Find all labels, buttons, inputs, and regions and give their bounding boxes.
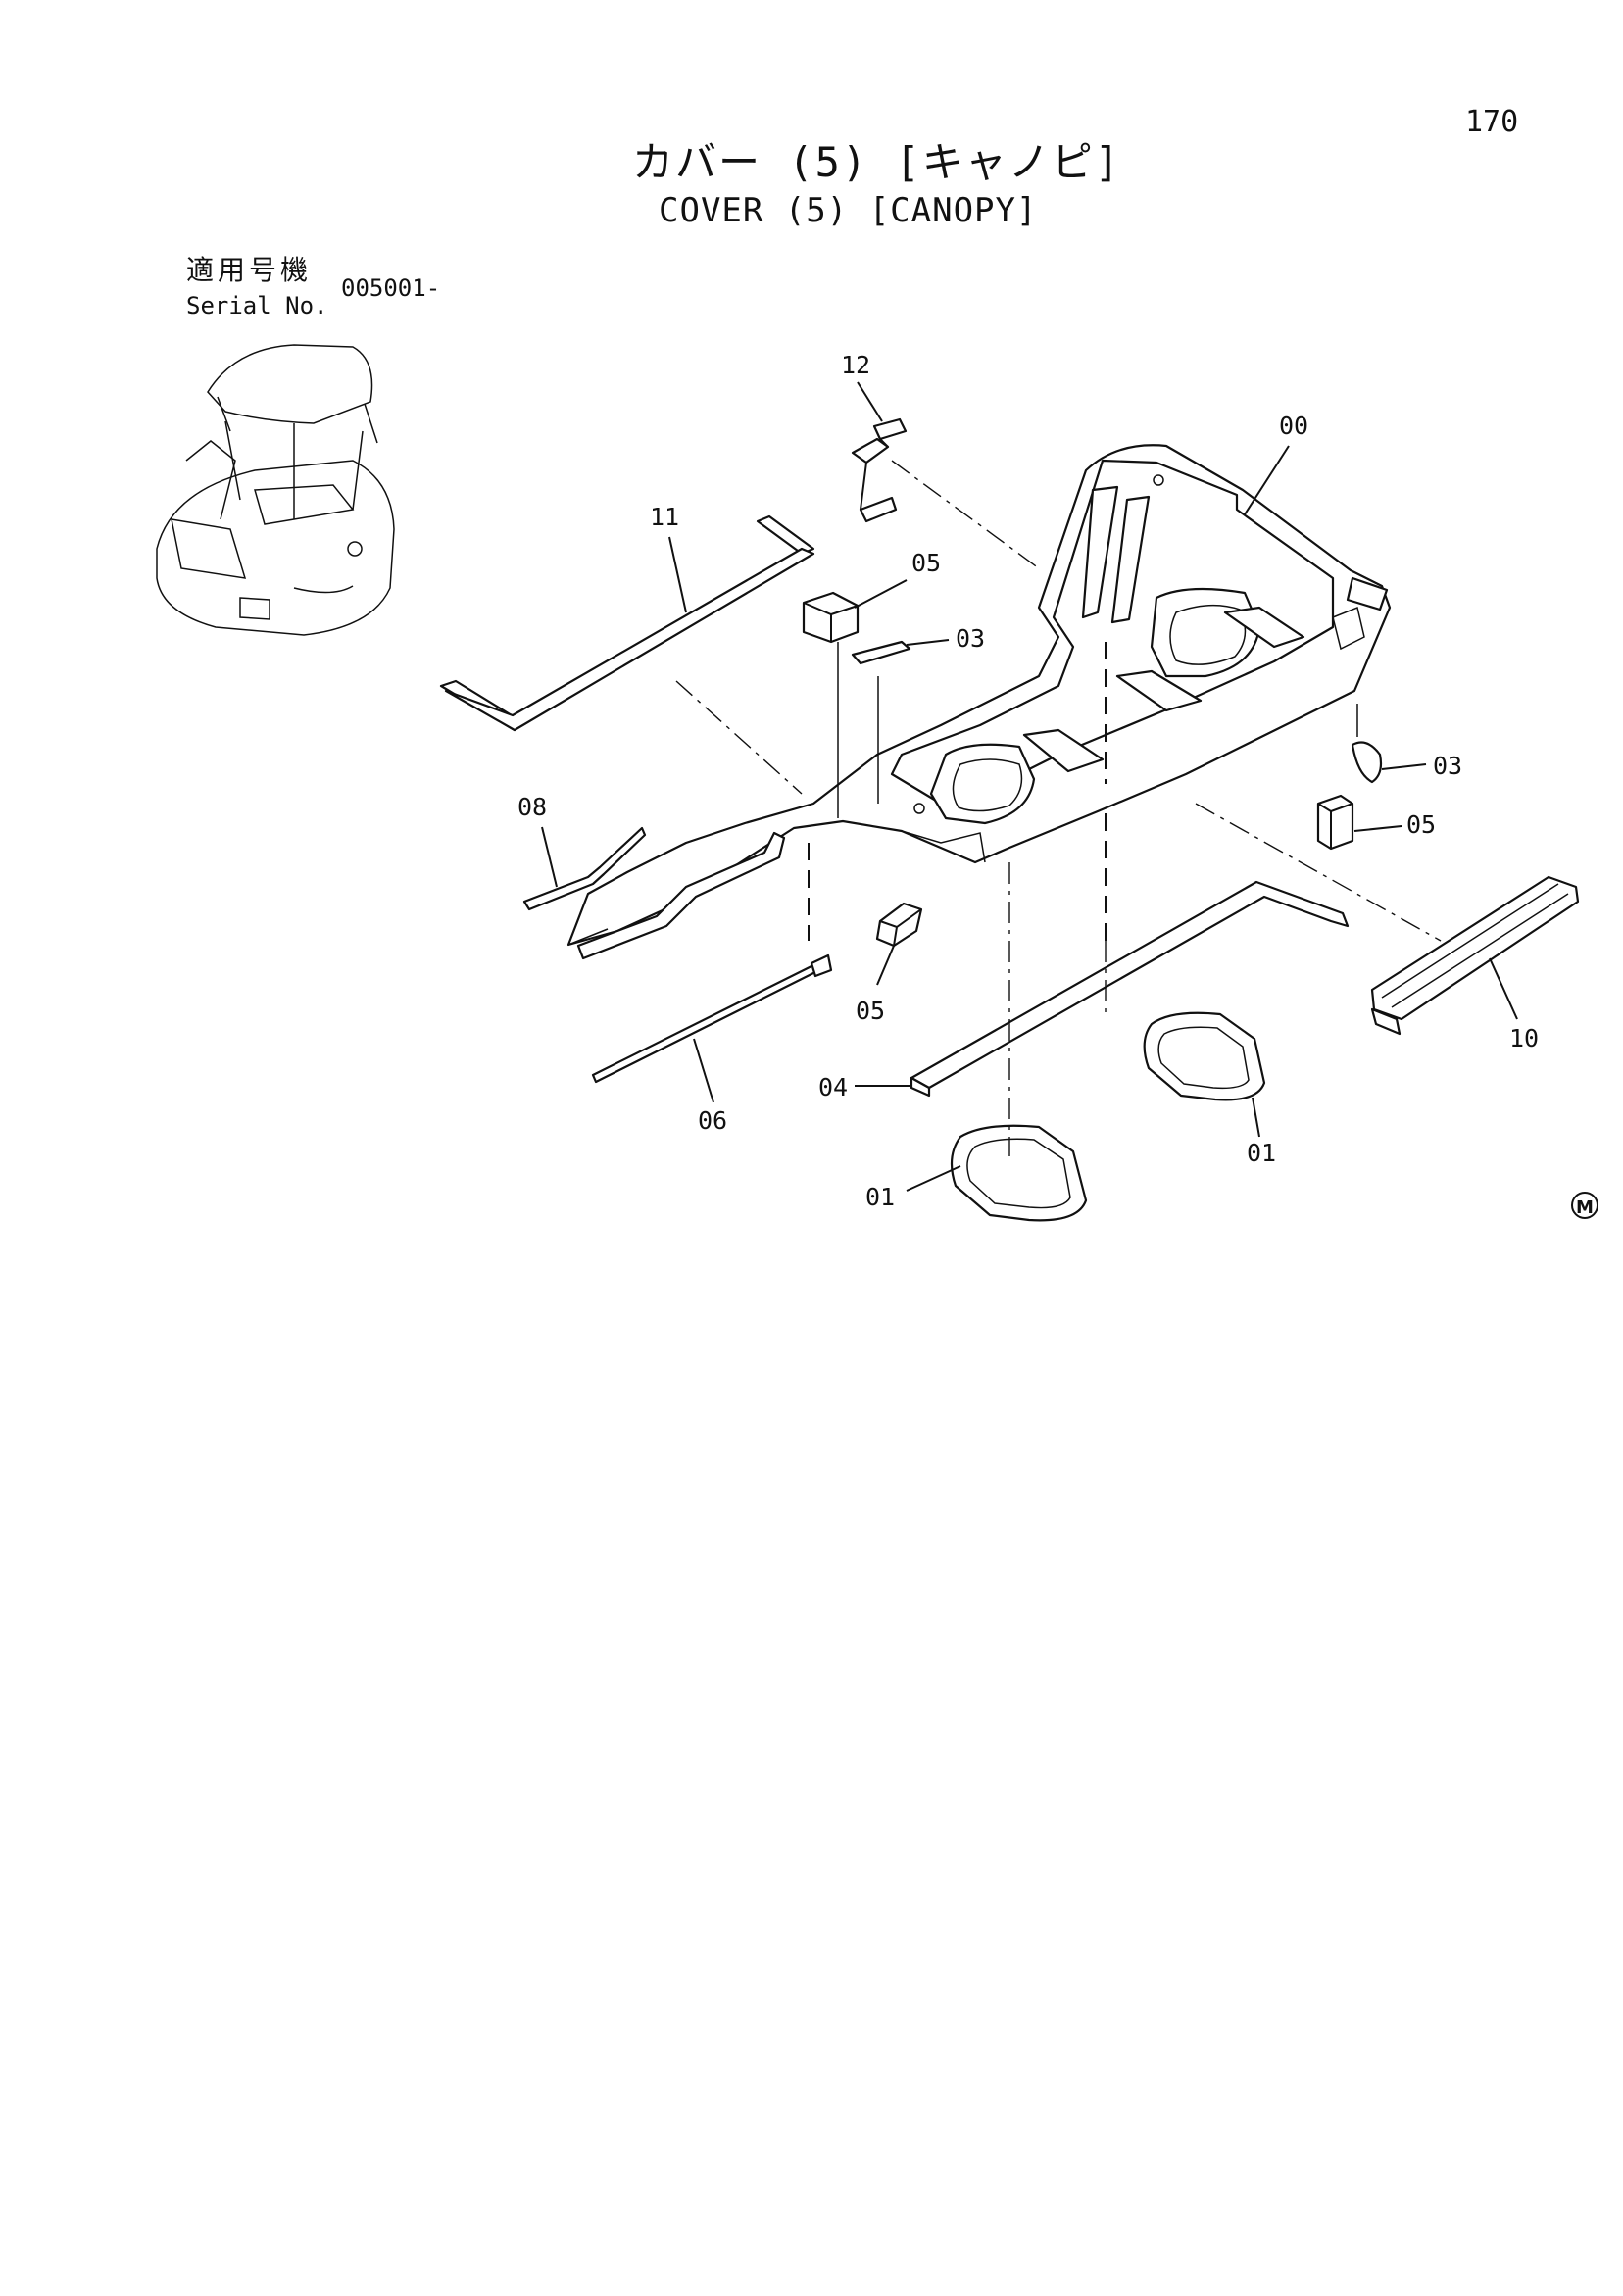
part-10 — [1370, 875, 1580, 1036]
callout-12: 12 — [841, 351, 870, 379]
page-number: 170 — [1465, 105, 1519, 139]
m-mark-letter: M — [1576, 1197, 1594, 1218]
callout-08: 08 — [517, 793, 547, 821]
title-english: COVER (5) [CANOPY] — [659, 191, 1038, 230]
part-05-top — [802, 591, 860, 644]
exploded-parts-diagram: 12 00 11 05 03 — [156, 344, 1598, 1222]
callout-05b: 05 — [1406, 810, 1436, 839]
excavator-canopy-thumbnail-icon — [156, 344, 395, 636]
part-05-lower — [875, 902, 923, 948]
callout-10: 10 — [1509, 1024, 1539, 1052]
callout-01b: 01 — [1247, 1139, 1276, 1167]
part-11 — [439, 514, 815, 732]
callout-11: 11 — [650, 503, 679, 531]
part-04 — [910, 880, 1350, 1098]
callout-00: 00 — [1279, 412, 1308, 440]
part-06 — [591, 953, 833, 1084]
callout-03b: 03 — [1433, 752, 1462, 780]
m-mark-icon: M — [1571, 1192, 1598, 1219]
title-japanese: カバー (5) [キャノピ] — [632, 138, 1122, 186]
part-01-right — [1143, 1011, 1266, 1101]
callout-05a: 05 — [911, 549, 941, 577]
serial-label-japanese: 適用号機 — [186, 254, 313, 286]
part-03-top — [851, 640, 911, 665]
part-00 — [566, 444, 1392, 947]
part-03-right — [1351, 741, 1383, 784]
serial-label-english: Serial No. — [186, 292, 328, 319]
callout-05c: 05 — [856, 997, 885, 1025]
callout-04: 04 — [818, 1073, 848, 1101]
part-05-right — [1316, 794, 1354, 851]
callout-06: 06 — [698, 1106, 727, 1135]
callout-03a: 03 — [956, 624, 985, 653]
part-08 — [522, 826, 786, 960]
part-12 — [851, 417, 908, 523]
serial-number-value: 005001- — [341, 274, 441, 302]
part-01-bottom — [950, 1124, 1088, 1222]
callout-01a: 01 — [865, 1183, 895, 1211]
